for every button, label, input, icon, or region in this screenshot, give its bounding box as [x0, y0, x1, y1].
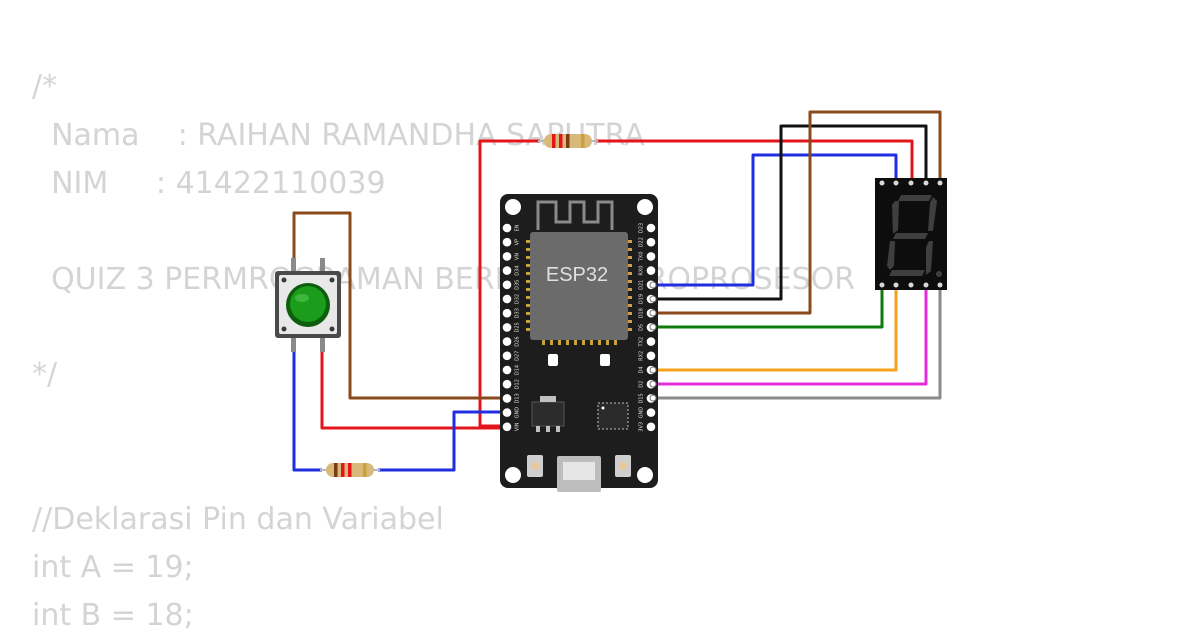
esp32-pin-label: D2 — [639, 381, 645, 388]
esp32-pin-label: VIN — [515, 422, 521, 431]
wire-display-g-green — [653, 285, 884, 329]
esp32-pin-label: D14 — [515, 365, 521, 375]
seven-segment-display — [875, 178, 947, 290]
esp32-pin-label: D22 — [639, 237, 645, 247]
wire-resistor-gnd-blue — [378, 410, 512, 472]
esp32-pin-label: D18 — [639, 308, 645, 318]
esp32-pin-rx2[interactable] — [646, 351, 656, 361]
esp32-pin-d26[interactable] — [502, 337, 512, 346]
wire-display-b-black — [653, 124, 928, 301]
esp32-pin-gnd[interactable] — [502, 408, 512, 417]
wire-button-red — [320, 342, 512, 430]
code-int-a: int A = 19; — [32, 550, 194, 585]
code-comment-open: /* — [32, 69, 58, 104]
wire-resistor-to-display-common — [596, 139, 914, 183]
esp32-pin-d23[interactable] — [646, 223, 656, 233]
esp32-pin-d12[interactable] — [502, 379, 512, 389]
wire-display-dp-orange — [653, 285, 898, 372]
code-int-b: int B = 18; — [32, 598, 194, 633]
esp32-pin-label: D15 — [639, 393, 645, 403]
esp32-pin-d13[interactable] — [502, 394, 512, 403]
esp32-pin-d25[interactable] — [502, 323, 512, 332]
esp32-pin-label: D19 — [639, 294, 645, 304]
esp32-pin-d14[interactable] — [502, 365, 512, 375]
resistor-bottom — [320, 463, 380, 477]
pushbutton — [275, 258, 341, 352]
esp32-pin-tx0[interactable] — [646, 252, 656, 261]
esp32-pin-vn[interactable] — [502, 252, 512, 261]
display-segments — [887, 195, 942, 277]
esp32-pin-label: TX2 — [639, 337, 645, 348]
esp32-pin-label: D33 — [515, 308, 521, 318]
esp32-pin-label: D13 — [515, 393, 521, 403]
esp32-pin-label: VP — [515, 239, 521, 245]
esp32-pin-tx2[interactable] — [646, 337, 656, 346]
esp32-pin-label: D27 — [515, 351, 521, 361]
wire-button-brown — [292, 211, 512, 400]
esp32-pin-d33[interactable] — [502, 308, 512, 318]
esp32-pin-label: D26 — [515, 336, 521, 346]
code-comment-close: */ — [32, 357, 58, 392]
esp32-boot-button[interactable] — [527, 455, 543, 477]
esp32-pin-en[interactable] — [502, 223, 512, 233]
esp32-pin-d27[interactable] — [502, 351, 512, 361]
esp32-pin-label: VN — [515, 253, 521, 260]
esp32-pin-label: D4 — [639, 366, 645, 373]
wire-display-c-magenta — [653, 285, 928, 386]
wire-display-a-blue — [653, 153, 898, 287]
esp32-pin-label: D12 — [515, 379, 521, 389]
esp32-pin-vin[interactable] — [502, 422, 512, 432]
esp32-pin-d32[interactable] — [502, 294, 512, 304]
esp32-pin-d35[interactable] — [502, 280, 512, 290]
esp32-pin-gnd[interactable] — [646, 408, 656, 417]
esp32-pin-label: D32 — [515, 294, 521, 304]
resistor-top — [538, 134, 598, 148]
esp32-pin-vp[interactable] — [502, 237, 512, 247]
esp32-pin-label: D5 — [639, 324, 645, 331]
esp32-pin-label: RX2 — [639, 351, 645, 361]
esp32-pin-label: RX0 — [639, 266, 645, 276]
esp32-pin-label: GND — [639, 407, 645, 419]
wire-display-d-gray — [653, 285, 942, 400]
code-declaration-comment: //Deklarasi Pin dan Variabel — [32, 502, 444, 537]
esp32-pin-rx0[interactable] — [646, 266, 656, 275]
esp32-pin-label: EN — [515, 224, 521, 231]
esp32-pin-label: D35 — [515, 280, 521, 290]
wire-vin-to-resistor — [478, 139, 540, 428]
esp32-pin-label: D23 — [639, 223, 645, 233]
esp32-pin-label: TX0 — [639, 252, 645, 263]
esp32-pin-label: D34 — [515, 265, 521, 275]
esp32-reset-button[interactable] — [615, 455, 631, 477]
esp32-label: ESP32 — [546, 264, 608, 286]
wire-button-blue — [292, 342, 322, 472]
esp32-pin-d34[interactable] — [502, 266, 512, 275]
esp32-pin-label: GND — [515, 407, 521, 419]
wire-display-f-brown — [653, 110, 942, 315]
esp32-pin-label: D25 — [515, 322, 521, 332]
esp32-pin-3v3[interactable] — [646, 422, 656, 432]
esp32-pin-d22[interactable] — [646, 237, 656, 247]
code-nim-line: NIM : 41422110039 — [32, 166, 386, 201]
esp32-pin-label: 3V3 — [639, 422, 645, 432]
esp32-pin-label: D21 — [639, 280, 645, 290]
